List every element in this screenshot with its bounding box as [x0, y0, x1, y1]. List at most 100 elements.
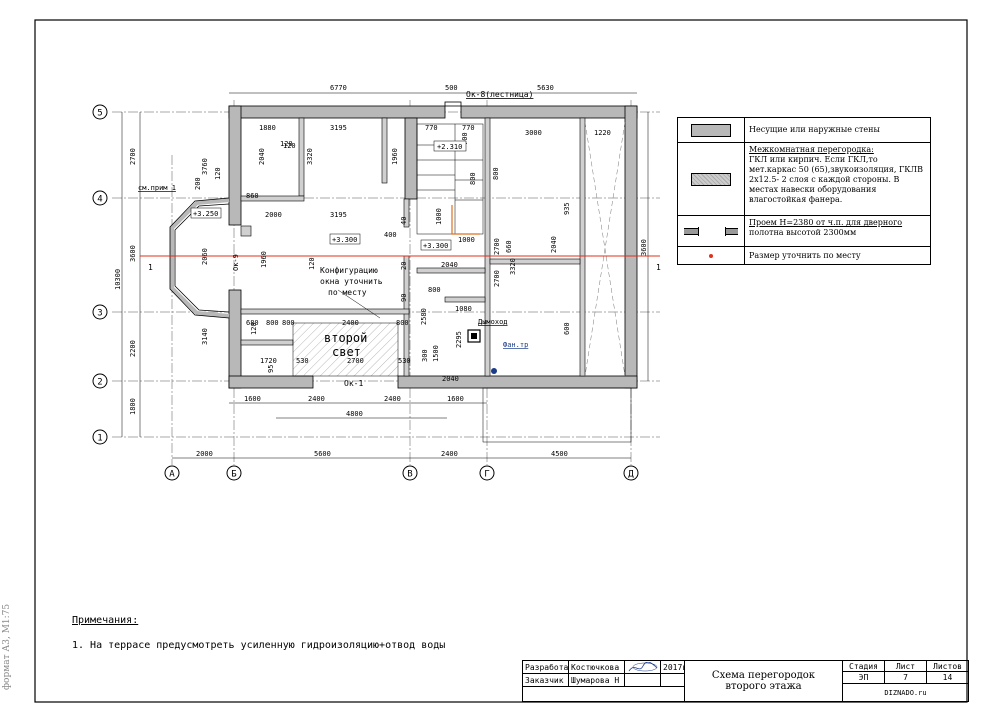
section-mark-right: 1: [656, 263, 661, 272]
svg-text:1080: 1080: [455, 305, 472, 313]
axis-V: В: [407, 470, 412, 480]
window-config-line3: по месту: [328, 288, 367, 297]
svg-text:800: 800: [396, 319, 409, 327]
section-mark-left: 1: [148, 263, 153, 272]
svg-text:2000: 2000: [196, 450, 213, 458]
svg-text:3140: 3140: [201, 328, 209, 345]
door-opening-icon: [684, 226, 738, 236]
svg-text:800: 800: [266, 319, 279, 327]
legend-row-partition: Межкомнатная перегородка: ГКЛ или кирпич…: [678, 143, 930, 216]
bearing-wall-icon: [691, 123, 731, 137]
svg-text:2040: 2040: [258, 148, 266, 165]
svg-text:3600: 3600: [129, 245, 137, 262]
drawing-title-line1: Схема перегородок: [711, 670, 816, 681]
leader-line: [337, 289, 381, 319]
svg-text:2700: 2700: [129, 148, 137, 165]
sheet-value: 7: [885, 672, 927, 684]
svg-text:2400: 2400: [384, 395, 401, 403]
svg-text:1500: 1500: [432, 345, 440, 362]
svg-text:120: 120: [280, 140, 293, 148]
svg-text:2040: 2040: [442, 375, 459, 383]
svg-text:1960: 1960: [260, 251, 268, 268]
svg-text:95: 95: [267, 365, 275, 373]
sheet-label: Лист: [885, 661, 927, 672]
bearing-walls: [228, 101, 638, 389]
second-light-area: [292, 322, 399, 377]
svg-text:+3.250: +3.250: [193, 210, 218, 218]
level-marks: +2.310 +3.250 +3.300 +3.300: [190, 140, 467, 251]
signature-icon: [628, 661, 658, 671]
svg-text:1880: 1880: [259, 124, 276, 132]
svg-text:200: 200: [194, 177, 202, 190]
signature: [625, 661, 661, 674]
svg-text:800: 800: [428, 286, 441, 294]
svg-text:+3.300: +3.300: [423, 242, 448, 250]
svg-text:800: 800: [469, 172, 477, 185]
axis-G: Г: [484, 470, 489, 480]
window-config-line2: окна уточнить: [320, 277, 383, 286]
svg-text:1800: 1800: [129, 398, 137, 415]
legend-partition-title: Межкомнатная перегородка:: [749, 145, 874, 154]
dim-top-1: 6770: [330, 84, 347, 92]
partition-walls: [240, 117, 586, 377]
axis-A: А: [169, 470, 175, 480]
window-1-label: Ок-1: [344, 379, 363, 388]
customer-name: Шумарова Н: [569, 674, 625, 687]
second-light-line2: свет: [332, 345, 361, 359]
legend-row-dot: Размер уточнить по месту: [678, 247, 930, 264]
svg-text:3000: 3000: [525, 129, 542, 137]
svg-text:700: 700: [461, 132, 469, 145]
stage-value: ЭП: [843, 672, 885, 684]
svg-text:600: 600: [563, 322, 571, 335]
svg-text:2040: 2040: [441, 261, 458, 269]
svg-text:120: 120: [250, 322, 258, 335]
svg-text:40: 40: [400, 217, 408, 225]
year: 2017г: [661, 661, 685, 674]
terrace-outline: [482, 387, 632, 443]
drawing-title-line2: второго этажа: [725, 681, 802, 692]
svg-text:4500: 4500: [551, 450, 568, 458]
void-cross: [584, 121, 626, 377]
svg-text:90: 90: [400, 294, 408, 302]
fan-label: Фан.тр: [503, 341, 528, 349]
window-config-line1: Конфигурацию: [320, 266, 378, 275]
sheet-frame: [34, 19, 968, 703]
legend-door-title: Проем Н=2380 от ч.п. для дверного: [749, 218, 903, 227]
site-label: DIZNADO.ru: [884, 688, 927, 697]
svg-text:860: 860: [246, 192, 259, 200]
axis-D: Д: [628, 470, 634, 480]
legend-bearing-text: Несущие или наружные стены: [749, 125, 880, 134]
svg-text:4800: 4800: [346, 410, 363, 418]
bottom-dimension-texts: 1600 2400 2400 1600 4800 2000 5600 2400 …: [196, 395, 568, 458]
notes-item: 1. На террасе предусмотреть усиленную ги…: [72, 640, 446, 651]
svg-text:3760: 3760: [201, 158, 209, 175]
legend-dot-text: Размер уточнить по месту: [749, 250, 861, 260]
svg-text:120: 120: [214, 167, 222, 180]
svg-text:800: 800: [492, 167, 500, 180]
plan-labels: Ок-8(лестница) см.прим 1 Конфигурацию ок…: [138, 90, 533, 388]
svg-text:3195: 3195: [330, 124, 347, 132]
svg-text:400: 400: [384, 231, 397, 239]
fan-riser-icon: [491, 368, 497, 374]
axis-B: Б: [231, 470, 236, 480]
axis-3: 3: [97, 309, 102, 319]
svg-text:2295: 2295: [455, 331, 463, 348]
legend-partition-text: ГКЛ или кирпич. Если ГКЛ,то мет.каркас 5…: [749, 155, 923, 204]
axis-5: 5: [97, 109, 102, 119]
partition-wall-icon: [691, 172, 731, 186]
svg-text:1000: 1000: [435, 208, 443, 225]
sheets-label: Листов: [927, 661, 968, 672]
notes-title: Примечания:: [72, 615, 139, 626]
drawing-title: Схема перегородок второго этажа: [685, 661, 843, 701]
developer-label: Разработал: [523, 661, 569, 674]
window-stair-label: Ок-8(лестница): [466, 90, 533, 99]
bay-window: [169, 197, 230, 319]
svg-text:+2.310: +2.310: [437, 143, 462, 151]
svg-text:770: 770: [425, 124, 438, 132]
second-light-line1: второй: [324, 331, 367, 345]
svg-text:3320: 3320: [306, 148, 314, 165]
title-block: Разработал Костючкова 2017г Заказчик Шум…: [522, 660, 969, 702]
legend-door-text: полотна высотой 2300мм: [749, 228, 857, 237]
stage-label: Стадия: [843, 661, 885, 672]
vertical-dimension-texts: 2700 3760 200 120 3600 2060 10300 2200 3…: [114, 132, 648, 415]
